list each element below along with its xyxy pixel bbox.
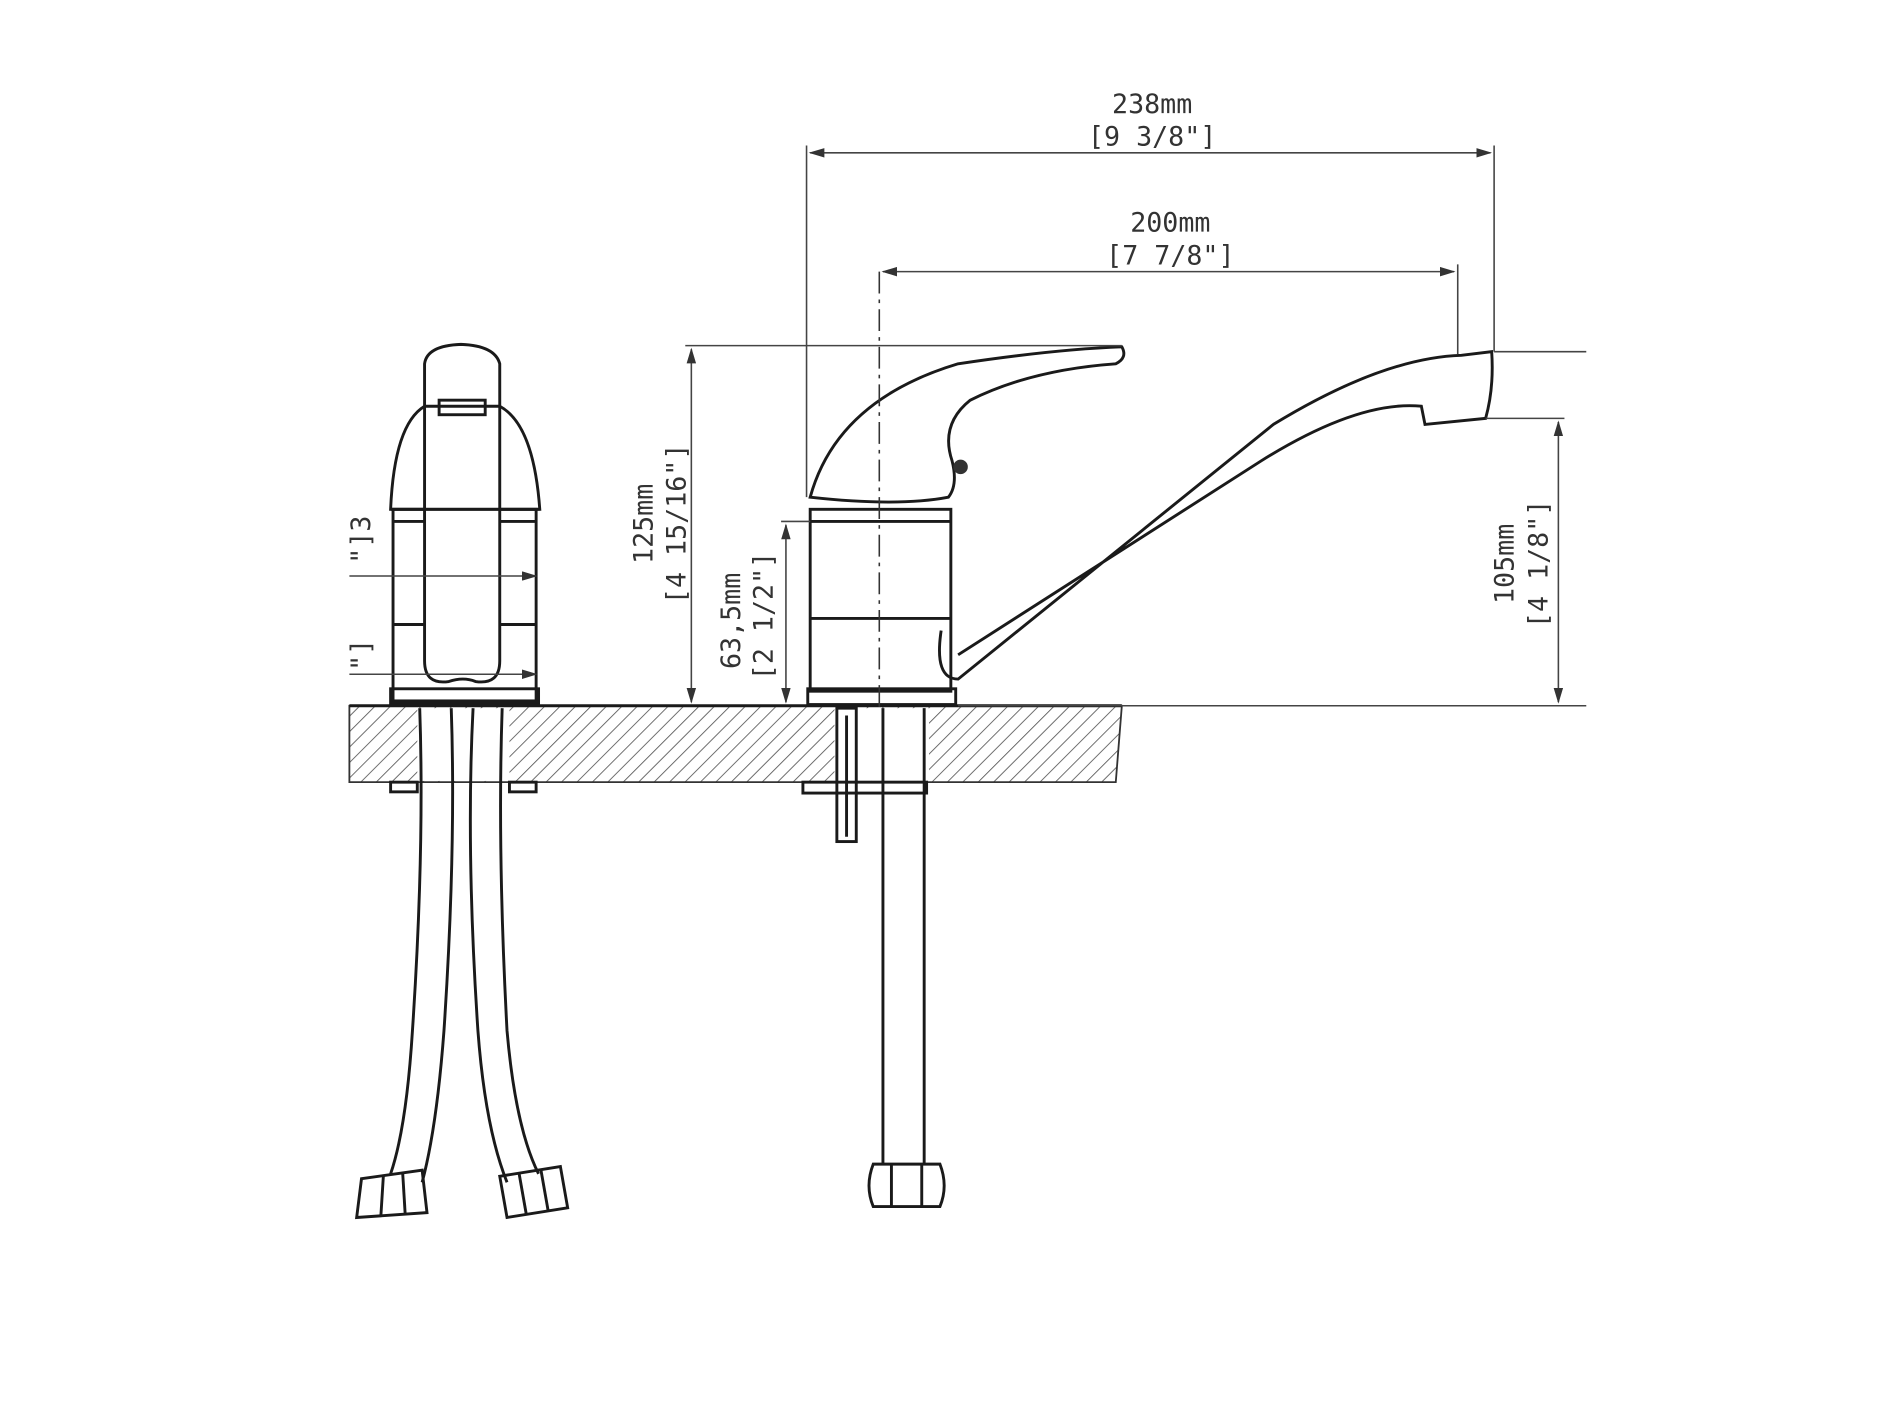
- spout-height-inch: [4 1/8"]: [1523, 500, 1554, 628]
- body-height-mm: 63,5mm: [716, 573, 747, 669]
- hose-nut-left: [354, 1168, 429, 1220]
- side-view-faucet: [801, 271, 1494, 1209]
- dimension-63-5mm: 63,5mm [2 1/2"]: [716, 520, 811, 704]
- dimension-125mm: 125mm [4 15/16"]: [629, 344, 1122, 704]
- hose-nut-right: [498, 1164, 570, 1220]
- dimension-238mm: 238mm [9 3/8"]: [805, 89, 1495, 498]
- cropped-dimension-label-lower: "]: [346, 639, 377, 671]
- overall-length-inch: [9 3/8"]: [1088, 122, 1216, 153]
- dimension-200mm: 200mm [7 7/8"]: [881, 208, 1459, 355]
- supply-pipe-nut: [867, 1162, 946, 1209]
- spout-reach-inch: [7 7/8"]: [1106, 240, 1234, 271]
- dimension-105mm: 105mm [4 1/8"]: [958, 350, 1587, 707]
- spout-reach-mm: 200mm: [1130, 208, 1210, 239]
- spout-height-mm: 105mm: [1490, 524, 1521, 604]
- total-height-inch: [4 15/16"]: [661, 444, 692, 604]
- body-height-inch: [2 1/2"]: [749, 552, 780, 680]
- supply-hoses: [354, 708, 570, 1220]
- countertop-section: [348, 704, 1123, 784]
- front-view-faucet: "]3 "]: [346, 342, 570, 1220]
- cropped-dimension-label-upper: "]3: [346, 516, 377, 564]
- overall-length-mm: 238mm: [1112, 89, 1192, 120]
- total-height-mm: 125mm: [629, 484, 660, 564]
